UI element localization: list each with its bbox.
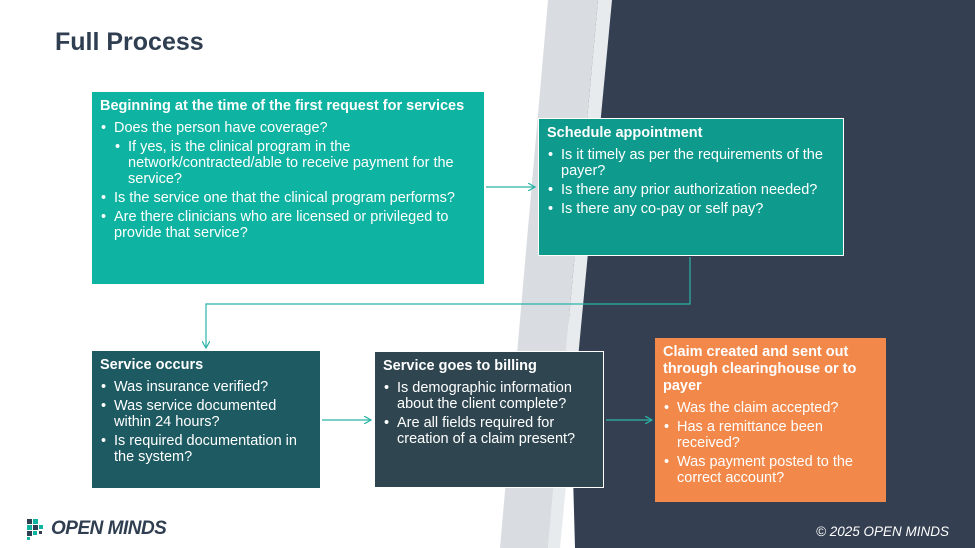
step-bullets: Is demographic information about the cli… [383, 380, 595, 447]
logo-icon [27, 519, 43, 540]
step-heading: Beginning at the time of the first reque… [100, 98, 465, 114]
step-service-occurs: Service occurs Was insurance verified? W… [92, 351, 320, 488]
arrow-step2-to-step3 [206, 257, 691, 347]
step-bullets: Is it timely as per the requirements of … [547, 147, 835, 217]
bullet-item: Was service documented within 24 hours? [100, 398, 312, 430]
bullet-item: Is there any co-pay or self pay? [547, 201, 835, 217]
step-first-request: Beginning at the time of the first reque… [92, 92, 484, 284]
bullet-item: Was insurance verified? [100, 379, 312, 395]
sub-bullet-item: If yes, is the clinical program in the n… [100, 139, 476, 187]
step-claim-created: Claim created and sent out through clear… [655, 338, 886, 502]
bullet-item: Are all fields required for creation of … [383, 415, 595, 447]
logo-text: OPEN MINDS [51, 518, 167, 539]
step-heading: Claim created and sent out through clear… [663, 344, 857, 394]
bullet-item: Does the person have coverage? [100, 120, 476, 136]
bullet-item: Is demographic information about the cli… [383, 380, 595, 412]
bullet-item: Was payment posted to the correct accoun… [663, 454, 878, 486]
bullet-item: Are there clinicians who are licensed or… [100, 209, 476, 241]
bullet-item: Is it timely as per the requirements of … [547, 147, 835, 179]
bullet-item: Was the claim accepted? [663, 400, 878, 416]
bullet-item: Has a remittance been received? [663, 419, 878, 451]
bullet-item: Is the service one that the clinical pro… [100, 190, 476, 206]
page-title: Full Process [55, 28, 204, 56]
bullet-item: Is there any prior authorization needed? [547, 182, 835, 198]
step-bullets: Does the person have coverage? If yes, i… [100, 120, 476, 241]
step-schedule-appointment: Schedule appointment Is it timely as per… [538, 118, 844, 256]
bullet-item: Is required documentation in the system? [100, 433, 312, 465]
step-bullets: Was insurance verified? Was service docu… [100, 379, 312, 465]
copyright-text: © 2025 OPEN MINDS [816, 524, 949, 539]
step-bullets: Was the claim accepted? Has a remittance… [663, 400, 878, 486]
step-service-billing: Service goes to billing Is demographic i… [374, 351, 604, 488]
step-heading: Service occurs [100, 357, 204, 373]
open-minds-logo: OPEN MINDS [26, 518, 167, 540]
step-heading: Service goes to billing [383, 358, 537, 374]
step-heading: Schedule appointment [547, 125, 703, 141]
